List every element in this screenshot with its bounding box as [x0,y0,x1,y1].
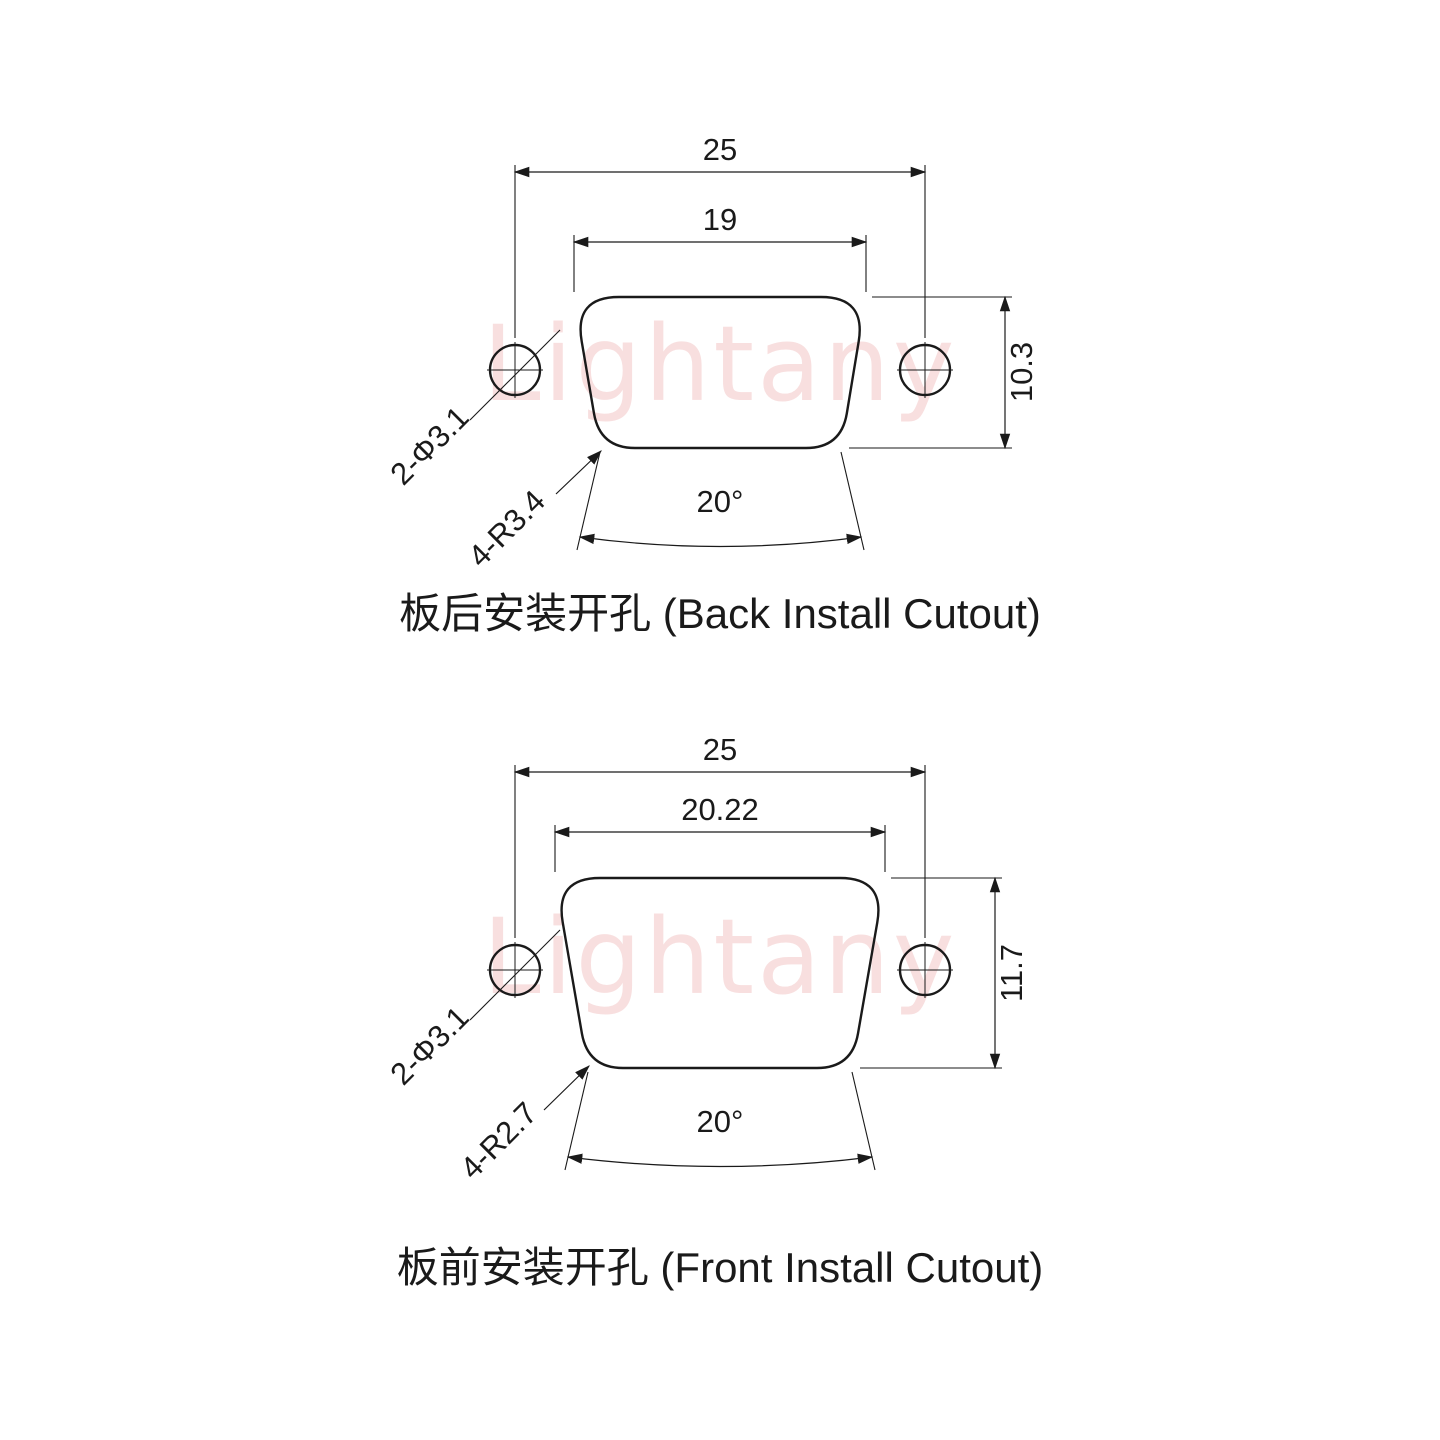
back-dim-overall-width: 25 [703,132,737,167]
front-angle-flank-right [851,1071,876,1171]
back-angle-value: 20° [697,484,744,519]
back-hole-callout: 2-Φ3.1 [383,399,475,491]
front-angle-value: 20° [697,1104,744,1139]
back-dim-top-width: 19 [703,202,737,237]
front-dim-height: 11.7 [994,944,1029,1002]
front-dim-overall-width: 25 [703,732,737,767]
front-dim-top-width: 20.22 [681,792,759,827]
front-hole-callout: 2-Φ3.1 [383,999,475,1091]
front-hole-leader-line [469,929,561,1021]
front-drawing-title: 板前安装开孔 (Front Install Cutout) [397,1244,1043,1291]
front-angle-arc [566,1153,874,1168]
back-angle-flank-left [576,451,601,551]
front-radius-leader-line [543,1065,590,1111]
back-hole-leader-line [469,329,561,421]
back-radius-leader-line [555,450,602,495]
back-install-cutout-drawing: 25 19 10.3 2-Φ3.1 4-R3.4 20° 板后安装开孔 (Bac… [383,132,1040,637]
front-radius-callout: 4-R2.7 [453,1095,544,1186]
watermark-text: Lightany [482,303,958,425]
front-install-cutout-drawing: 25 20.22 11.7 2-Φ3.1 4-R2.7 20° 板前安装开孔 (… [383,732,1043,1291]
front-dsub-cutout-outline [560,876,880,1070]
back-dim-height: 10.3 [1004,342,1039,402]
back-drawing-title: 板后安装开孔 (Back Install Cutout) [399,590,1041,637]
back-dsub-cutout-outline [579,295,861,450]
back-angle-flank-right [840,451,865,551]
back-radius-callout: 4-R3.4 [461,483,552,574]
back-angle-arc [578,533,863,548]
